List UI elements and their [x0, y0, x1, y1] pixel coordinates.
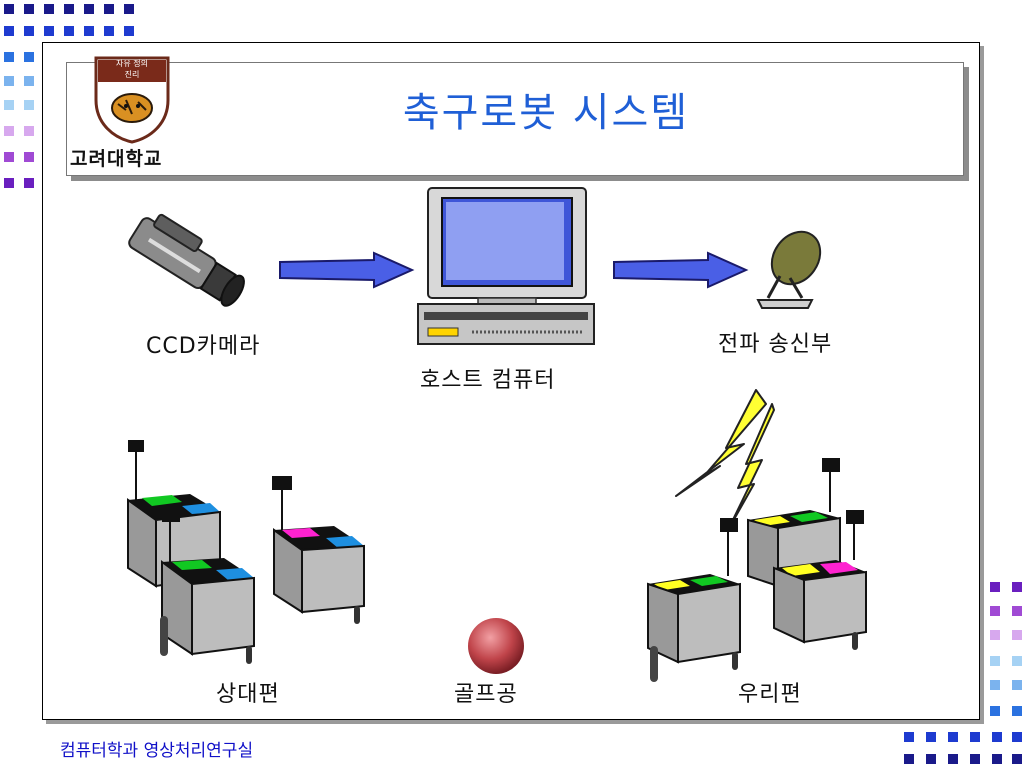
ball-label: 골프공	[454, 682, 518, 707]
golf-ball-icon	[468, 618, 524, 674]
transmitter-dish-icon	[756, 230, 822, 309]
logo-motto: 자유 정의 진리	[98, 58, 166, 80]
arrow-camera-to-host	[279, 251, 415, 289]
camera-icon	[128, 213, 245, 307]
logo-motto-line-1: 자유 정의	[116, 59, 148, 68]
our-robots-group	[647, 458, 867, 682]
logo-motto-line-2: 진리	[124, 70, 140, 79]
lightning-icon	[675, 389, 775, 531]
corner-decoration-bottom-right	[900, 578, 1024, 768]
transmitter-label: 전파 송신부	[718, 332, 833, 357]
our-robot-3	[647, 518, 741, 682]
camera-label: CCD카메라	[146, 334, 261, 359]
host-computer-label: 호스트 컴퓨터	[420, 368, 556, 393]
university-logo-icon	[94, 56, 170, 144]
host-computer-icon	[417, 187, 595, 345]
corner-decoration-top-left	[0, 0, 140, 200]
opponent-label: 상대편	[216, 682, 280, 707]
university-name: 고려대학교	[70, 148, 163, 170]
opponent-robot-2	[272, 476, 365, 624]
opponent-robots-group	[127, 440, 365, 664]
opponent-robot-3	[160, 508, 255, 664]
title-box	[66, 62, 964, 176]
footer-lab-name: 컴퓨터학과 영상처리연구실	[60, 741, 254, 761]
our-team-label: 우리편	[738, 682, 802, 707]
slide-title: 축구로봇 시스템	[402, 90, 690, 136]
arrow-host-to-transmitter	[613, 251, 749, 289]
our-robot-2	[773, 510, 867, 650]
